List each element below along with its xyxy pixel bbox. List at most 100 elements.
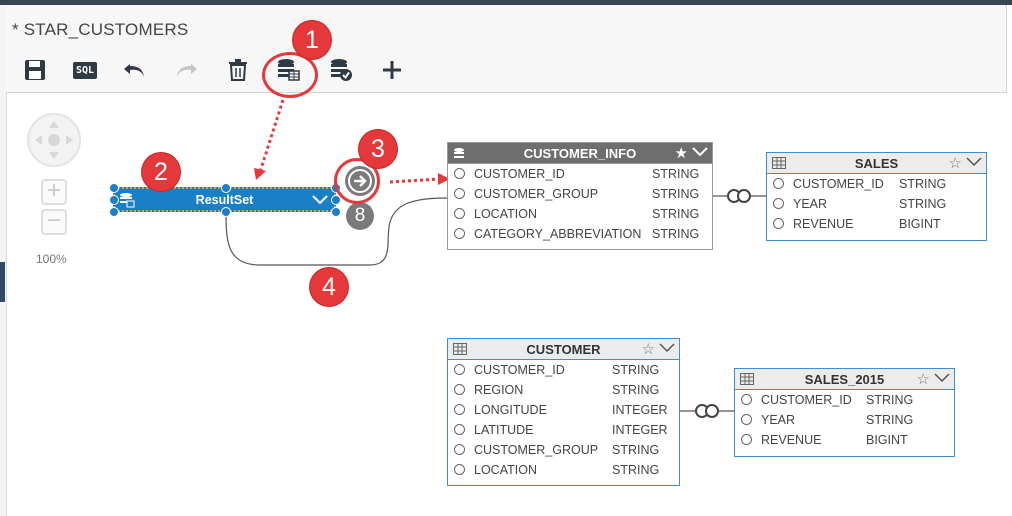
column-select-radio[interactable] — [454, 188, 465, 199]
callout-badge-4: 4 — [310, 268, 348, 306]
column-type: STRING — [866, 393, 914, 407]
column-name: CUSTOMER_ID — [793, 177, 884, 191]
table-row[interactable]: REVENUE BIGINT — [767, 214, 986, 234]
resize-handle[interactable] — [331, 195, 341, 205]
validate-button[interactable] — [326, 55, 356, 85]
column-type: STRING — [612, 363, 660, 377]
add-button[interactable] — [377, 55, 407, 85]
table-row[interactable]: REVENUE BIGINT — [735, 430, 954, 450]
column-name: YEAR — [761, 413, 796, 427]
star-outline-icon[interactable]: ☆ — [916, 371, 930, 388]
editor-header: * STAR_CUSTOMERS — [6, 5, 1007, 93]
resize-handle[interactable] — [109, 195, 119, 205]
table-icon — [453, 343, 467, 355]
column-select-radio[interactable] — [454, 404, 465, 415]
column-select-radio[interactable] — [454, 228, 465, 239]
table-icon — [772, 157, 786, 169]
resize-handle[interactable] — [109, 207, 119, 217]
table-header: CUSTOMER_INFO ★ — [448, 143, 712, 164]
column-type: BIGINT — [899, 217, 941, 231]
table-name: CUSTOMER_INFO — [523, 146, 637, 161]
save-icon — [25, 60, 45, 80]
column-select-radio[interactable] — [454, 384, 465, 395]
zoom-out-button[interactable]: − — [41, 209, 67, 235]
column-type: BIGINT — [866, 433, 908, 447]
column-select-radio[interactable] — [454, 364, 465, 375]
column-select-radio[interactable] — [741, 414, 752, 425]
chevron-down-icon — [312, 195, 328, 205]
chevron-down-icon — [692, 147, 708, 157]
left-edge-panel — [0, 5, 7, 516]
table-header: CUSTOMER ☆ — [448, 339, 679, 360]
table-row[interactable]: CUSTOMER_ID STRING — [448, 164, 712, 184]
column-name: LATITUDE — [474, 423, 534, 437]
column-name: LOCATION — [474, 207, 537, 221]
callout-badge-3: 3 — [359, 130, 397, 168]
callout-arrow-1 — [258, 99, 285, 173]
column-type: STRING — [652, 207, 700, 221]
table-row[interactable]: CUSTOMER_ID STRING — [735, 390, 954, 410]
pan-navigator[interactable] — [27, 113, 81, 167]
column-select-radio[interactable] — [773, 198, 784, 209]
resize-handle[interactable] — [221, 207, 231, 217]
star-outline-icon[interactable]: ☆ — [948, 155, 962, 172]
resize-handle[interactable] — [221, 183, 231, 193]
table-icon — [740, 373, 754, 385]
column-type: STRING — [866, 413, 914, 427]
column-name: CUSTOMER_ID — [761, 393, 852, 407]
column-select-radio[interactable] — [454, 424, 465, 435]
column-select-radio[interactable] — [454, 444, 465, 455]
callout-arrow-3 — [389, 177, 441, 184]
star-outline-icon[interactable]: ☆ — [641, 341, 655, 358]
table-header: SALES ☆ — [767, 153, 986, 174]
column-select-radio[interactable] — [773, 178, 784, 189]
sql-button[interactable]: SQL — [70, 55, 100, 85]
column-type: STRING — [899, 197, 947, 211]
save-button[interactable] — [20, 55, 50, 85]
delete-button[interactable] — [223, 55, 253, 85]
column-type: INTEGER — [612, 403, 668, 417]
table-name: CUSTOMER — [526, 342, 601, 357]
undo-button[interactable] — [120, 55, 150, 85]
column-select-radio[interactable] — [741, 394, 752, 405]
column-select-radio[interactable] — [454, 208, 465, 219]
column-select-radio[interactable] — [454, 464, 465, 475]
callout-badge-2: 2 — [142, 153, 180, 191]
column-name: REVENUE — [761, 433, 822, 447]
resize-handle[interactable] — [331, 207, 341, 217]
column-name: REVENUE — [793, 217, 854, 231]
chevron-down-icon — [659, 343, 675, 353]
column-type: STRING — [612, 463, 660, 477]
column-select-radio[interactable] — [741, 434, 752, 445]
column-name: CUSTOMER_ID — [474, 167, 565, 181]
link-count-badge[interactable]: 8 — [346, 202, 374, 230]
column-select-radio[interactable] — [454, 168, 465, 179]
table-sales-2015[interactable]: SALES_2015 ☆ CUSTOMER_ID STRING YEAR STRING… — [734, 368, 955, 457]
column-type: STRING — [612, 383, 660, 397]
zoom-in-button[interactable]: + — [41, 179, 67, 205]
redo-button[interactable] — [171, 55, 201, 85]
resize-handle[interactable] — [109, 183, 119, 193]
table-row[interactable]: LOCATION STRING — [448, 204, 712, 224]
column-type: STRING — [652, 167, 700, 181]
table-name: SALES_2015 — [804, 372, 885, 387]
table-row[interactable]: YEAR STRING — [735, 410, 954, 430]
star-filled-icon[interactable]: ★ — [674, 145, 688, 162]
sql-icon: SQL — [72, 61, 98, 79]
join-icon-sales-2015 — [695, 404, 719, 418]
column-select-radio[interactable] — [773, 218, 784, 229]
